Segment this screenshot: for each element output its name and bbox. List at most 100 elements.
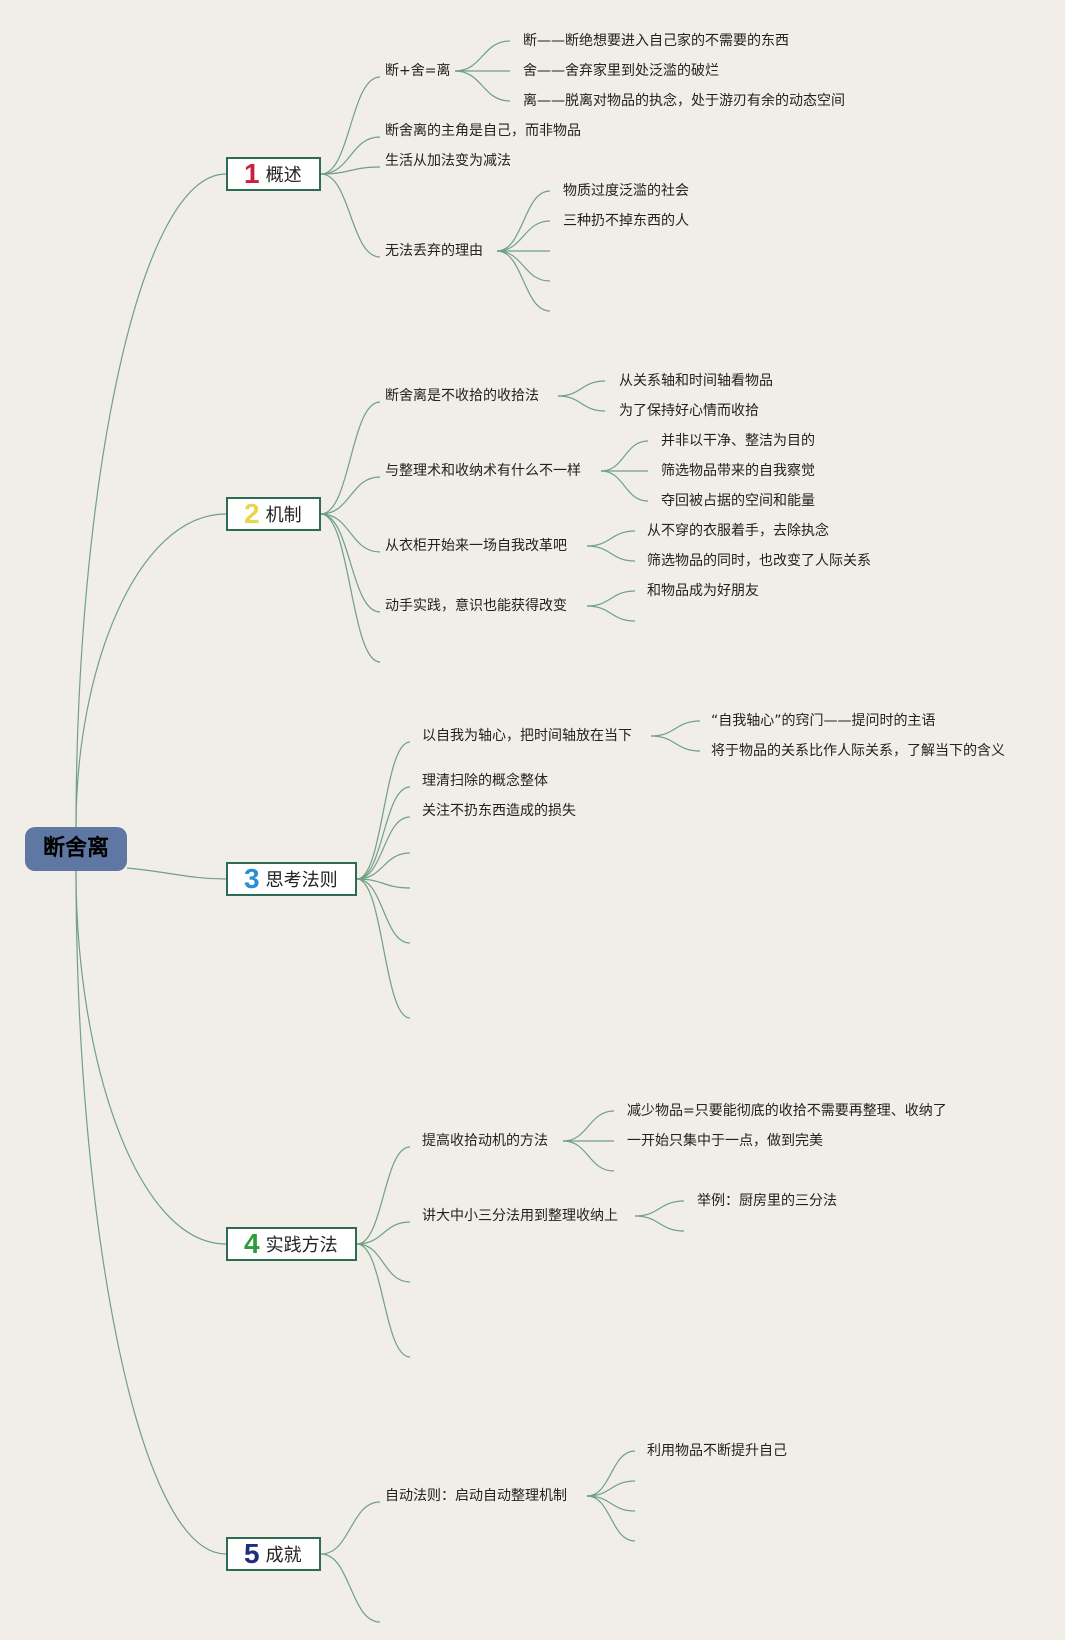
root-connector xyxy=(126,867,227,880)
leaf-node[interactable]: 物质过度泛滥的社会 xyxy=(563,183,689,199)
leaf-node[interactable]: 三种扔不掉东西的人 xyxy=(563,213,689,229)
leaf-node[interactable]: 从不穿的衣服着手，去除执念 xyxy=(647,523,829,539)
topic-node[interactable]: 断+舍=离 xyxy=(385,63,451,79)
leaf-node[interactable]: 举例：厨房里的三分法 xyxy=(697,1193,837,1209)
branch-connector xyxy=(320,136,381,175)
leaf-connector xyxy=(600,440,649,472)
branch-label: 机制 xyxy=(265,505,302,526)
leaf-node[interactable]: 筛选物品带来的自我察觉 xyxy=(661,463,815,479)
leaf-connector xyxy=(562,1110,615,1142)
branch-connector xyxy=(356,1146,411,1245)
leaf-connector xyxy=(586,1495,636,1542)
leaf-node[interactable]: 减少物品=只要能彻底的收拾不需要再整理、收纳了 xyxy=(627,1103,947,1119)
root-connector xyxy=(75,870,227,1555)
branch-label: 概述 xyxy=(265,165,302,186)
leaf-node[interactable]: 利用物品不断提升自己 xyxy=(647,1443,787,1459)
leaf-connector xyxy=(496,220,551,252)
branch-3-thinking-rules[interactable]: 3 思考法则 xyxy=(226,862,357,896)
branch-connector xyxy=(320,513,381,553)
branch-number: 3 xyxy=(244,863,260,894)
leaf-connector xyxy=(634,1215,685,1232)
topic-node[interactable]: 无法丢弃的理由 xyxy=(385,243,483,259)
branch-connector xyxy=(320,1501,381,1555)
leaf-node[interactable]: 将于物品的关系比作人际关系，了解当下的含义 xyxy=(711,743,1005,759)
branch-1-overview[interactable]: 1 概述 xyxy=(226,157,321,191)
topic-node[interactable]: 从衣柜开始来一场自我改革吧 xyxy=(385,538,567,554)
leaf-node[interactable]: 和物品成为好朋友 xyxy=(647,583,759,599)
branch-number: 4 xyxy=(244,1228,260,1259)
branch-connector xyxy=(356,786,411,880)
leaf-node[interactable]: 筛选物品的同时，也改变了人际关系 xyxy=(647,553,871,569)
topic-node[interactable]: 自动法则：启动自动整理机制 xyxy=(385,1488,567,1504)
branch-connector xyxy=(320,166,381,175)
topic-node[interactable]: 提高收拾动机的方法 xyxy=(422,1133,548,1149)
leaf-connector xyxy=(634,1200,685,1217)
branch-connector xyxy=(356,1243,411,1358)
branch-5-achievement[interactable]: 5 成就 xyxy=(226,1537,321,1571)
leaf-node[interactable]: 从关系轴和时间轴看物品 xyxy=(619,373,773,389)
topic-node[interactable]: 理清扫除的概念整体 xyxy=(422,773,548,789)
leaf-connector xyxy=(557,395,606,412)
root-connector xyxy=(75,513,227,828)
leaf-node[interactable]: “自我轴心”的窍门——提问时的主语 xyxy=(711,713,936,729)
branch-label: 实践方法 xyxy=(265,1235,338,1256)
leaf-connector xyxy=(586,530,636,547)
branch-connector xyxy=(320,401,381,515)
branch-connector xyxy=(356,816,411,880)
leaf-node[interactable]: 离——脱离对物品的执念，处于游刃有余的动态空间 xyxy=(523,93,845,109)
leaf-connector xyxy=(454,70,511,102)
leaf-connector xyxy=(650,720,701,737)
leaf-connector xyxy=(586,590,636,607)
leaf-connector xyxy=(562,1140,615,1172)
leaf-connector xyxy=(557,380,606,397)
branch-connector xyxy=(356,741,411,880)
leaf-connector xyxy=(454,40,511,72)
topic-node[interactable]: 生活从加法变为减法 xyxy=(385,153,511,169)
leaf-node[interactable]: 夺回被占据的空间和能量 xyxy=(661,493,815,509)
topic-node[interactable]: 以自我为轴心，把时间轴放在当下 xyxy=(422,728,632,744)
branch-connector xyxy=(356,1243,411,1283)
branch-connector xyxy=(356,878,411,944)
leaf-connector xyxy=(586,545,636,562)
branch-number: 5 xyxy=(244,1538,260,1569)
branch-connector xyxy=(320,76,381,175)
leaf-node[interactable]: 一开始只集中于一点，做到完美 xyxy=(627,1133,823,1149)
leaf-node[interactable]: 并非以干净、整洁为目的 xyxy=(661,433,815,449)
leaf-node[interactable]: 断——断绝想要进入自己家的不需要的东西 xyxy=(523,33,789,49)
leaf-node[interactable]: 舍——舍弃家里到处泛滥的破烂 xyxy=(523,63,719,79)
branch-connector xyxy=(320,513,381,613)
branch-connector xyxy=(320,1553,381,1623)
branch-connector xyxy=(356,852,411,880)
root-connector xyxy=(75,870,227,1245)
branch-connector xyxy=(356,878,411,1019)
branch-number: 2 xyxy=(244,498,260,529)
topic-node[interactable]: 断舍离是不收拾的收拾法 xyxy=(385,388,539,404)
branch-number: 1 xyxy=(244,158,260,189)
branch-connector xyxy=(320,513,381,663)
topic-node[interactable]: 讲大中小三分法用到整理收纳上 xyxy=(422,1208,618,1224)
topic-node[interactable]: 断舍离的主角是自己，而非物品 xyxy=(385,123,581,139)
topic-node[interactable]: 动手实践，意识也能获得改变 xyxy=(385,598,567,614)
branch-connector xyxy=(356,1221,411,1245)
branch-connector xyxy=(356,878,411,889)
topic-node[interactable]: 与整理术和收纳术有什么不一样 xyxy=(385,463,581,479)
branch-connector xyxy=(320,476,381,515)
branch-connector xyxy=(320,173,381,258)
leaf-connector xyxy=(650,735,701,752)
leaf-connector xyxy=(496,190,551,252)
branch-2-mechanism[interactable]: 2 机制 xyxy=(226,497,321,531)
root-connector xyxy=(75,173,227,828)
topic-node[interactable]: 关注不扔东西造成的损失 xyxy=(422,803,576,819)
leaf-node[interactable]: 为了保持好心情而收拾 xyxy=(619,403,759,419)
root-node: 断舍离 xyxy=(25,827,127,871)
leaf-connector xyxy=(586,1480,636,1497)
leaf-connector xyxy=(600,470,649,502)
leaf-connector xyxy=(586,605,636,622)
leaf-connector xyxy=(496,250,551,282)
leaf-connector xyxy=(496,250,551,312)
leaf-connector xyxy=(586,1450,636,1497)
branch-label: 成就 xyxy=(265,1545,302,1566)
branch-label: 思考法则 xyxy=(265,870,338,891)
branch-4-practice-methods[interactable]: 4 实践方法 xyxy=(226,1227,357,1261)
